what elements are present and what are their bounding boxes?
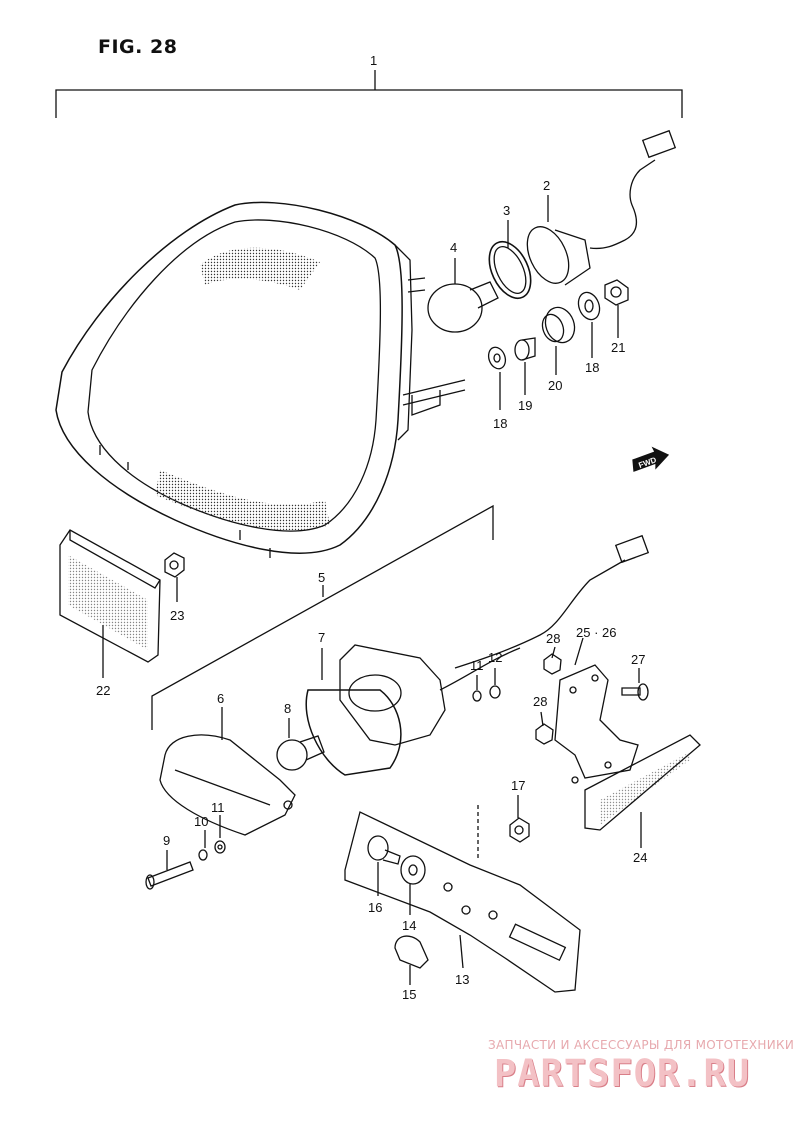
callout-9: 9 — [163, 833, 170, 848]
nut-28-upper — [543, 653, 562, 675]
connector-middle — [614, 534, 650, 564]
tail-lamp-housing — [55, 201, 466, 558]
washer-11-lower — [214, 840, 226, 854]
callout-13: 13 — [455, 972, 469, 987]
cap-15 — [394, 935, 429, 969]
figure-title: FIG. 28 — [98, 36, 178, 58]
callout-15: 15 — [402, 987, 416, 1002]
callout-10: 10 — [194, 814, 208, 829]
reflector-24 — [584, 734, 701, 831]
nut-12 — [489, 685, 501, 699]
callout-4: 4 — [450, 240, 457, 255]
bulb-4 — [427, 281, 499, 333]
callout-14: 14 — [402, 918, 416, 933]
callout-3: 3 — [503, 203, 510, 218]
callout-19: 19 — [518, 398, 532, 413]
bulb-8 — [276, 735, 325, 771]
callout-18: 18 — [585, 360, 599, 375]
group-bracket-5 — [151, 504, 494, 730]
callout-27: 27 — [631, 652, 645, 667]
group-bracket-1 — [55, 89, 683, 118]
nut-23 — [164, 552, 185, 578]
grommet-20 — [541, 306, 576, 344]
wire-harness-middle — [454, 559, 626, 669]
callout-28: 28 — [533, 694, 547, 709]
license-lamp-body — [339, 644, 521, 746]
bracket-25-26 — [554, 664, 639, 784]
callout-2: 2 — [543, 178, 550, 193]
callout-18: 18 — [493, 416, 507, 431]
callout-25-26: 25 · 26 — [576, 625, 616, 640]
washer-14 — [400, 855, 426, 885]
washer-11-upper — [472, 690, 482, 702]
watermark-logo: PARTSFOR.RU — [494, 1052, 751, 1095]
washer-18-right — [577, 291, 601, 321]
nut-17 — [509, 817, 530, 843]
callout-11: 11 — [470, 658, 484, 673]
callout-1: 1 — [370, 53, 377, 68]
nut-21 — [604, 279, 629, 306]
wire-harness-top — [624, 159, 656, 241]
callout-28: 28 — [546, 631, 560, 646]
fwd-arrow-icon — [632, 446, 670, 472]
callout-5: 5 — [318, 570, 325, 585]
gasket-7 — [305, 689, 402, 776]
callout-21: 21 — [611, 340, 625, 355]
callout-20: 20 — [548, 378, 562, 393]
callout-11: 11 — [211, 800, 225, 815]
socket-2 — [526, 226, 626, 286]
license-plate-bracket-13 — [344, 811, 581, 993]
callout-12: 12 — [488, 650, 502, 665]
washer-18-left — [487, 346, 507, 370]
callout-23: 23 — [170, 608, 184, 623]
callout-17: 17 — [511, 778, 525, 793]
reflector-22 — [59, 529, 161, 663]
callout-7: 7 — [318, 630, 325, 645]
watermark-tagline: ЗАПЧАСТИ И АКСЕССУАРЫ ДЛЯ МОТОТЕХНИКИ — [488, 1038, 795, 1052]
connector-top — [641, 129, 677, 159]
washer-10 — [198, 849, 208, 861]
callout-22: 22 — [96, 683, 110, 698]
gasket-3 — [488, 240, 532, 300]
screw-27 — [621, 683, 649, 701]
screw-9 — [145, 861, 194, 890]
callout-24: 24 — [633, 850, 647, 865]
bolt-16 — [367, 835, 401, 865]
callout-8: 8 — [284, 701, 291, 716]
collar-19 — [514, 337, 536, 361]
callout-6: 6 — [217, 691, 224, 706]
nut-28-lower — [535, 723, 554, 745]
callout-16: 16 — [368, 900, 382, 915]
lens-6 — [159, 734, 296, 836]
